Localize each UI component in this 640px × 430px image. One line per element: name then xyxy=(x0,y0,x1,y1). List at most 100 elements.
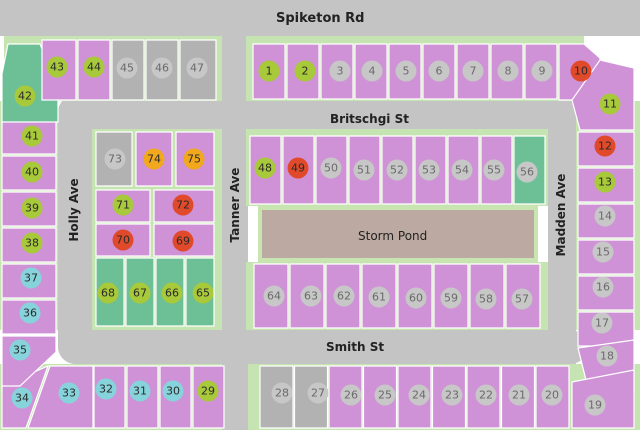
lot-marker-57[interactable]: 57 xyxy=(511,288,533,310)
lot-marker-10[interactable]: 10 xyxy=(570,60,592,82)
lot-marker-54[interactable]: 54 xyxy=(451,159,473,181)
lot-marker-13[interactable]: 13 xyxy=(594,171,616,193)
lot-number: 44 xyxy=(87,61,101,74)
lot-marker-67[interactable]: 67 xyxy=(129,282,151,304)
lot-status-dot xyxy=(46,56,68,78)
lot-marker-55[interactable]: 55 xyxy=(483,159,505,181)
lot-marker-12[interactable]: 12 xyxy=(594,135,616,157)
lot-marker-20[interactable]: 20 xyxy=(541,384,563,406)
lot-marker-2[interactable]: 2 xyxy=(294,60,316,82)
lot-marker-21[interactable]: 21 xyxy=(508,384,530,406)
lot-marker-17[interactable]: 17 xyxy=(591,312,613,334)
lot-number: 51 xyxy=(357,164,371,177)
lot-status-dot xyxy=(151,57,173,79)
lot-marker-72[interactable]: 72 xyxy=(172,194,194,216)
lot-number: 70 xyxy=(116,234,130,247)
lot-marker-6[interactable]: 6 xyxy=(428,60,450,82)
lot-marker-56[interactable]: 56 xyxy=(516,161,538,183)
lot-number: 61 xyxy=(372,291,386,304)
lot-marker-48[interactable]: 48 xyxy=(254,157,276,179)
lot-number: 18 xyxy=(600,350,614,363)
lot-status-dot xyxy=(172,194,194,216)
lot-marker-27[interactable]: 27 xyxy=(307,382,329,404)
lot-marker-73[interactable]: 73 xyxy=(104,148,126,170)
lot-marker-14[interactable]: 14 xyxy=(594,205,616,227)
lot-marker-22[interactable]: 22 xyxy=(475,384,497,406)
lot-marker-1[interactable]: 1 xyxy=(258,60,280,82)
lot-marker-8[interactable]: 8 xyxy=(497,60,519,82)
lot-marker-11[interactable]: 11 xyxy=(599,93,621,115)
lot-marker-25[interactable]: 25 xyxy=(374,384,396,406)
lot-marker-40[interactable]: 40 xyxy=(21,161,43,183)
lot-marker-28[interactable]: 28 xyxy=(271,382,293,404)
lot-marker-66[interactable]: 66 xyxy=(161,282,183,304)
lot-marker-35[interactable]: 35 xyxy=(9,339,31,361)
lot-marker-36[interactable]: 36 xyxy=(19,302,41,324)
lot-marker-63[interactable]: 63 xyxy=(300,285,322,307)
lot-status-dot xyxy=(428,60,450,82)
lot-marker-43[interactable]: 43 xyxy=(46,56,68,78)
lot-marker-59[interactable]: 59 xyxy=(440,287,462,309)
lot-marker-44[interactable]: 44 xyxy=(83,56,105,78)
lot-marker-39[interactable]: 39 xyxy=(21,197,43,219)
lot-marker-18[interactable]: 18 xyxy=(596,345,618,367)
lot-marker-41[interactable]: 41 xyxy=(21,125,43,147)
lot-marker-3[interactable]: 3 xyxy=(329,60,351,82)
lot-marker-15[interactable]: 15 xyxy=(592,241,614,263)
lot-marker-52[interactable]: 52 xyxy=(386,159,408,181)
lot-marker-47[interactable]: 47 xyxy=(186,57,208,79)
lot-number: 63 xyxy=(304,290,318,303)
lot-marker-71[interactable]: 71 xyxy=(112,194,134,216)
lot-marker-61[interactable]: 61 xyxy=(368,286,390,308)
lot-marker-70[interactable]: 70 xyxy=(112,229,134,251)
lot-marker-5[interactable]: 5 xyxy=(395,60,417,82)
lot-marker-42[interactable]: 42 xyxy=(14,85,36,107)
lot-marker-74[interactable]: 74 xyxy=(143,148,165,170)
lot-marker-26[interactable]: 26 xyxy=(340,384,362,406)
lot-marker-62[interactable]: 62 xyxy=(333,285,355,307)
lot-marker-37[interactable]: 37 xyxy=(20,267,42,289)
lot-marker-68[interactable]: 68 xyxy=(97,282,119,304)
lot-11[interactable] xyxy=(571,59,635,131)
lot-marker-49[interactable]: 49 xyxy=(287,157,309,179)
lot-number: 43 xyxy=(50,61,64,74)
lot-status-dot xyxy=(497,60,519,82)
lot-status-dot xyxy=(340,384,362,406)
lot-status-dot xyxy=(475,288,497,310)
lot-marker-34[interactable]: 34 xyxy=(11,387,33,409)
lot-marker-16[interactable]: 16 xyxy=(592,276,614,298)
lot-marker-50[interactable]: 50 xyxy=(320,157,342,179)
lot-marker-60[interactable]: 60 xyxy=(405,287,427,309)
lot-marker-53[interactable]: 53 xyxy=(418,159,440,181)
lot-marker-64[interactable]: 64 xyxy=(263,285,285,307)
lot-marker-23[interactable]: 23 xyxy=(441,384,463,406)
lot-status-dot xyxy=(361,60,383,82)
lot-number: 8 xyxy=(505,65,512,78)
lot-marker-51[interactable]: 51 xyxy=(353,159,375,181)
lot-marker-45[interactable]: 45 xyxy=(116,57,138,79)
lot-marker-19[interactable]: 19 xyxy=(584,394,606,416)
lot-marker-29[interactable]: 29 xyxy=(197,380,219,402)
lot-number: 57 xyxy=(515,293,529,306)
lot-status-dot xyxy=(386,159,408,181)
lot-number: 34 xyxy=(15,392,29,405)
lot-marker-46[interactable]: 46 xyxy=(151,57,173,79)
lot-marker-33[interactable]: 33 xyxy=(58,382,80,404)
lot-marker-38[interactable]: 38 xyxy=(21,232,43,254)
lot-marker-31[interactable]: 31 xyxy=(129,380,151,402)
lot-marker-75[interactable]: 75 xyxy=(183,148,205,170)
lot-marker-69[interactable]: 69 xyxy=(172,230,194,252)
lot-marker-32[interactable]: 32 xyxy=(95,378,117,400)
lot-number: 58 xyxy=(479,293,493,306)
lot-marker-65[interactable]: 65 xyxy=(192,282,214,304)
lot-status-dot xyxy=(508,384,530,406)
lot-marker-58[interactable]: 58 xyxy=(475,288,497,310)
lot-marker-24[interactable]: 24 xyxy=(408,384,430,406)
lot-marker-9[interactable]: 9 xyxy=(531,60,553,82)
lot-marker-4[interactable]: 4 xyxy=(361,60,383,82)
lot-number: 54 xyxy=(455,164,469,177)
lot-marker-7[interactable]: 7 xyxy=(462,60,484,82)
smith-st xyxy=(58,330,588,364)
lot-marker-30[interactable]: 30 xyxy=(162,380,184,402)
